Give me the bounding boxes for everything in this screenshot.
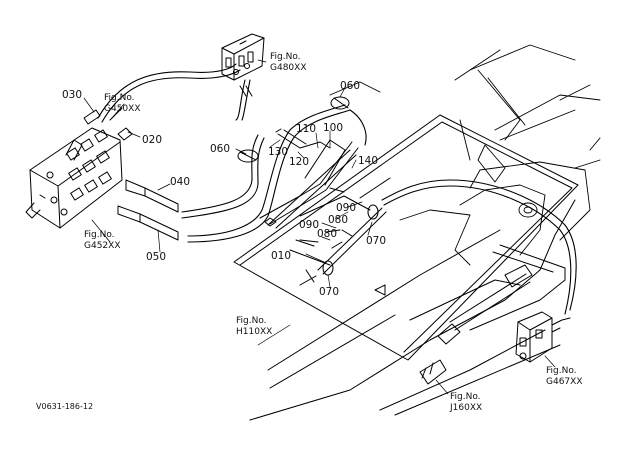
- right-valve-block: [515, 311, 571, 363]
- part-label-020: 020: [142, 134, 163, 146]
- part-label-050: 050: [146, 251, 167, 263]
- fig-ref-j160[interactable]: Fig.No. J160XX: [450, 392, 482, 414]
- part-label-060-top: 060: [340, 80, 361, 92]
- fig-ref-g480[interactable]: Fig.No. G480XX: [270, 52, 306, 74]
- part-label-010: 010: [271, 250, 292, 262]
- steel-pipes: [264, 149, 387, 296]
- part-label-080-upper: 080: [328, 214, 349, 226]
- part-label-110: 110: [296, 123, 317, 135]
- diagram-code: V0631-186-12: [36, 402, 94, 411]
- fig-ref-number: G450XX: [104, 104, 141, 114]
- fig-ref-number: G467XX: [546, 377, 583, 387]
- part-label-080-lower: 080: [317, 228, 338, 240]
- part-label-130: 130: [268, 146, 289, 158]
- machine-frame: [329, 44, 601, 266]
- part-label-090-lower: 090: [299, 219, 320, 231]
- part-label-090-upper: 090: [336, 202, 357, 214]
- platform-outline: [233, 114, 579, 421]
- fig-ref-number: H110XX: [236, 327, 273, 337]
- fig-ref-label: Fig.No.: [84, 230, 115, 240]
- hose-clamps: [237, 96, 379, 276]
- fig-ref-h110[interactable]: Fig.No. H110XX: [236, 316, 272, 338]
- fig-ref-label: Fig.No.: [236, 316, 267, 326]
- leader-lines: [83, 59, 556, 395]
- fig-ref-number: J160XX: [450, 403, 483, 413]
- part-label-070-right: 070: [366, 235, 387, 247]
- part-label-070-bottom: 070: [319, 286, 340, 298]
- part-label-140: 140: [358, 155, 379, 167]
- fig-ref-g467[interactable]: Fig.No. G467XX: [546, 366, 582, 388]
- top-valve-block: [221, 33, 265, 81]
- fig-ref-label: Fig.No.: [450, 392, 481, 402]
- fig-ref-label: Fig.No.: [270, 52, 301, 62]
- fig-ref-label: Fig.No.: [104, 93, 135, 103]
- hydraulic-cylinder: [419, 264, 533, 385]
- fig-ref-g452[interactable]: Fig.No. G452XX: [84, 230, 120, 252]
- fig-ref-number: G480XX: [270, 63, 307, 73]
- part-label-030: 030: [62, 89, 83, 101]
- bolts: [275, 128, 353, 283]
- fig-ref-g450[interactable]: Fig.No. G450XX: [104, 93, 140, 115]
- hose-fittings: [83, 85, 253, 241]
- part-label-060-left: 060: [210, 143, 231, 155]
- fig-ref-label: Fig.No.: [546, 366, 577, 376]
- part-label-120: 120: [289, 156, 310, 168]
- part-label-040: 040: [170, 176, 191, 188]
- fig-ref-number: G452XX: [84, 241, 121, 251]
- hydraulic-hoses: [97, 63, 577, 315]
- control-valve-block: [25, 127, 123, 229]
- part-label-100: 100: [323, 122, 344, 134]
